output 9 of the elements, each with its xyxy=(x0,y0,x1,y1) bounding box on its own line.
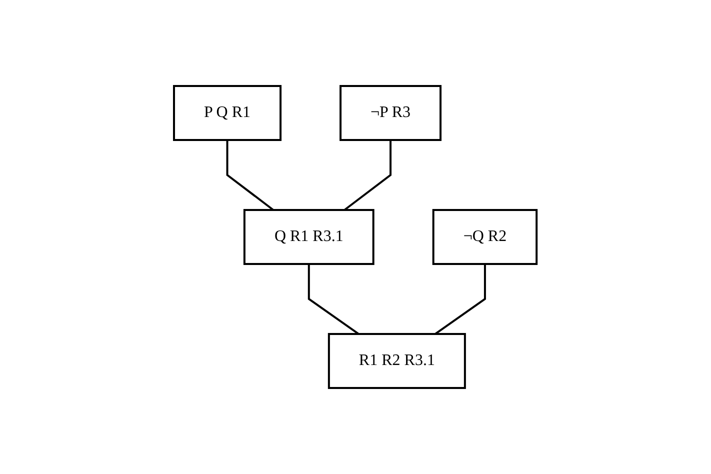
node-box: ¬Q R2 xyxy=(432,209,538,265)
node-box: ¬P R3 xyxy=(340,85,442,141)
node-box: P Q R1 xyxy=(173,85,282,141)
connector xyxy=(344,140,392,211)
node-box: Q R1 R3.1 xyxy=(244,209,375,265)
node-box: R1 R2 R3.1 xyxy=(328,332,466,389)
connector xyxy=(226,140,274,211)
connector xyxy=(434,264,486,335)
connector xyxy=(308,264,360,335)
